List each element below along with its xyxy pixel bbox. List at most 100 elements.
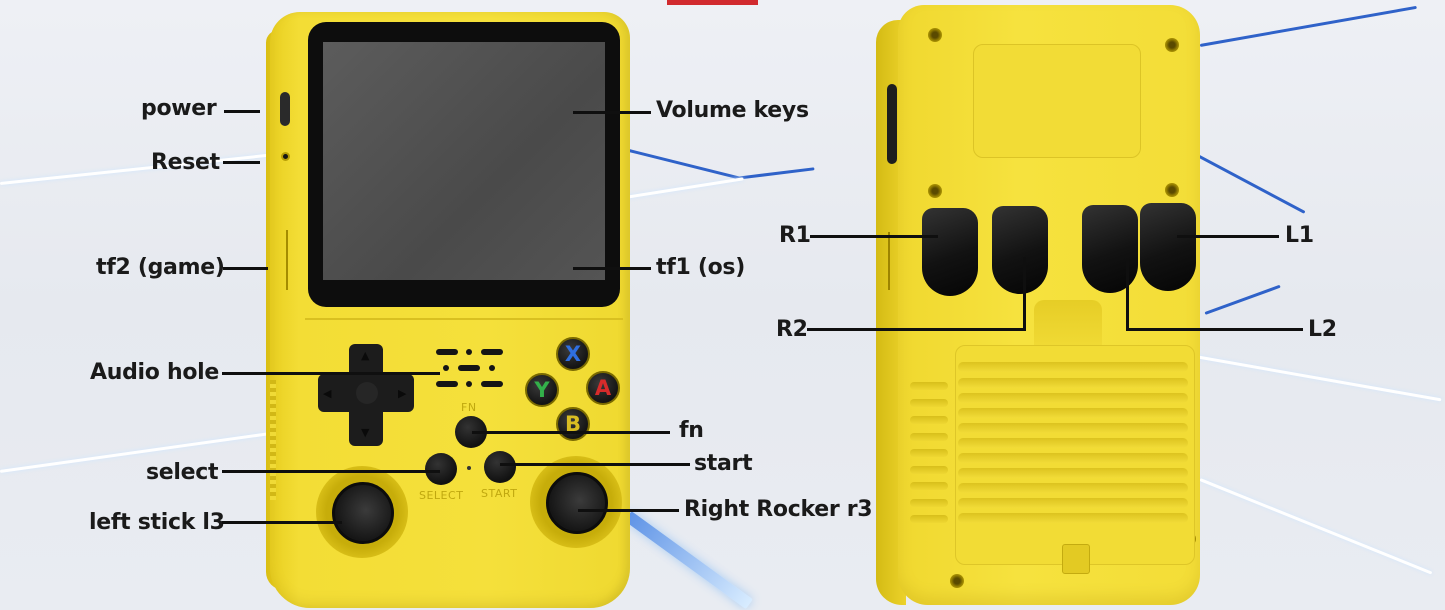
back-top-panel <box>973 44 1141 158</box>
leader-audio-hole <box>222 372 440 375</box>
l1-trigger[interactable] <box>1140 203 1196 291</box>
grille-bar <box>958 393 1188 403</box>
grille-bar <box>958 362 1188 372</box>
label-l2: L2 <box>1308 317 1337 342</box>
screw <box>928 28 942 42</box>
background-light-streak <box>624 177 744 199</box>
background-blue-streak <box>734 167 815 180</box>
reset-button[interactable] <box>281 152 290 161</box>
background-blue-streak <box>1199 5 1417 47</box>
screw <box>928 184 942 198</box>
grille-bar <box>958 483 1188 493</box>
dpad-down-icon: ▼ <box>361 426 370 439</box>
power-button[interactable] <box>280 92 290 126</box>
right-stick[interactable] <box>546 472 608 534</box>
leader-l2-vertical <box>1126 258 1129 331</box>
label-tf1: tf1 (os) <box>656 255 745 280</box>
background-light-streak <box>0 432 268 473</box>
label-volume-keys: Volume keys <box>656 98 809 123</box>
label-r1: R1 <box>779 223 811 248</box>
left-stick[interactable] <box>332 482 394 544</box>
background-light-streak <box>0 150 299 185</box>
leader-tf1 <box>573 267 651 270</box>
side-vent <box>910 499 948 507</box>
label-right-rocker: Right Rocker r3 <box>684 497 873 522</box>
a-button[interactable]: A <box>586 371 620 405</box>
leader-tf2 <box>223 267 268 270</box>
background-light-streak <box>1194 355 1442 402</box>
label-tf2: tf2 (game) <box>96 255 225 280</box>
label-reset: Reset <box>151 150 220 175</box>
side-vent <box>910 482 948 490</box>
grille-bar <box>958 468 1188 478</box>
grille-bar <box>958 423 1188 433</box>
leader-l2 <box>1127 328 1303 331</box>
indicator-dot <box>467 466 471 470</box>
background-blue-streak <box>1204 284 1281 315</box>
screw <box>1165 38 1179 52</box>
dpad-up-icon: ▲ <box>361 349 370 362</box>
grille-bar <box>958 408 1188 418</box>
side-vent <box>910 466 948 474</box>
side-grip-ridges <box>270 380 276 500</box>
l2-trigger[interactable] <box>1082 205 1138 293</box>
grille-bar <box>958 513 1188 523</box>
screw <box>950 574 964 588</box>
label-l1: L1 <box>1285 223 1314 248</box>
label-fn: fn <box>679 418 704 443</box>
select-button[interactable] <box>425 453 457 485</box>
r2-trigger[interactable] <box>992 206 1048 294</box>
leader-r2-vertical <box>1023 257 1026 331</box>
background-blue-streak <box>624 148 742 180</box>
label-power: power <box>141 96 217 121</box>
b-button[interactable]: B <box>556 407 590 441</box>
label-start: start <box>694 451 753 476</box>
background-blue-streak <box>1189 150 1306 214</box>
fn-silkscreen: FN <box>461 401 477 414</box>
y-button[interactable]: Y <box>525 373 559 407</box>
y-button-letter: Y <box>534 378 550 402</box>
label-left-stick: left stick l3 <box>89 510 225 535</box>
screen-divider <box>305 318 623 320</box>
screw <box>1165 183 1179 197</box>
tf2-card-slot[interactable] <box>286 230 288 290</box>
a-button-letter: A <box>594 376 612 400</box>
select-silkscreen: SELECT <box>419 489 464 502</box>
label-select: select <box>146 460 219 485</box>
b-button-letter: B <box>564 412 581 436</box>
x-button-letter: X <box>564 342 582 366</box>
start-button[interactable] <box>484 451 516 483</box>
volume-keys[interactable] <box>887 84 897 164</box>
leader-l1 <box>1177 235 1279 238</box>
side-vent <box>910 416 948 424</box>
label-r2: R2 <box>776 317 808 342</box>
side-vent <box>910 382 948 390</box>
side-vent <box>910 515 948 523</box>
leader-r2 <box>807 328 1026 331</box>
side-vent <box>910 449 948 457</box>
leader-fn <box>472 431 670 434</box>
x-button[interactable]: X <box>556 337 590 371</box>
battery-latch[interactable] <box>1062 544 1090 574</box>
side-vent <box>910 399 948 407</box>
start-silkscreen: START <box>481 487 518 500</box>
leader-start <box>500 463 690 466</box>
grille-bar <box>958 453 1188 463</box>
leader-left-stick <box>222 521 342 524</box>
side-vent <box>910 433 948 441</box>
leader-right-rocker <box>578 509 679 512</box>
screen <box>323 42 605 280</box>
grille-bar <box>958 438 1188 448</box>
grille-bar <box>958 378 1188 388</box>
dpad-center <box>356 382 378 404</box>
dpad-right-icon: ▶ <box>398 387 407 400</box>
leader-power <box>224 110 260 113</box>
tf1-card-slot[interactable] <box>888 232 890 290</box>
background-light-streak <box>1199 478 1433 575</box>
dpad-left-icon: ◀ <box>323 387 332 400</box>
r1-trigger[interactable] <box>922 208 978 296</box>
leader-select <box>222 470 440 473</box>
label-audio-hole: Audio hole <box>90 360 219 385</box>
top-accent-bar <box>667 0 758 5</box>
background-glow-streak <box>624 511 753 610</box>
